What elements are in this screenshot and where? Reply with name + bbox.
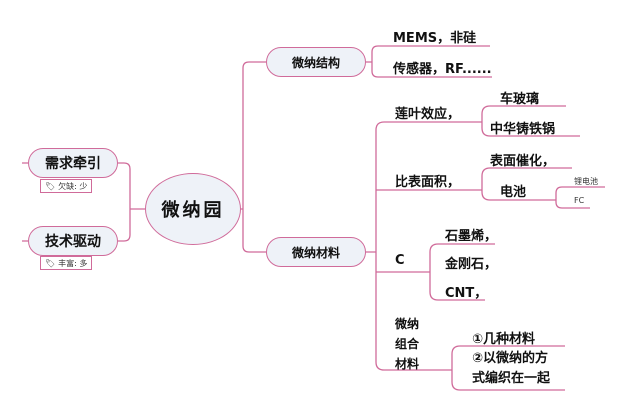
subtopic-mems[interactable]: MEMS，非硅 bbox=[393, 31, 477, 46]
tag-icon: 🏷 bbox=[45, 258, 56, 268]
leaf-fc[interactable]: FC bbox=[574, 196, 585, 205]
topic-demand-pull[interactable]: 需求牵引 bbox=[28, 148, 118, 178]
topic-micro-nano-material[interactable]: 微纳材料 bbox=[266, 237, 366, 267]
leaf-iron-wok[interactable]: 中华铸铁锅 bbox=[490, 122, 556, 137]
topic-label: 微纳材料 bbox=[291, 245, 340, 260]
topic-label: 技术驱动 bbox=[45, 234, 101, 250]
leaf-cnt[interactable]: CNT， bbox=[445, 286, 488, 301]
leaf-diamond[interactable]: 金刚石， bbox=[445, 257, 498, 272]
subtopic-battery[interactable]: 电池 bbox=[500, 185, 527, 200]
leaf-woven-micro-nano[interactable]: ②以微纳的方 式编织在一起 bbox=[472, 349, 550, 389]
leaf-graphene[interactable]: 石墨烯， bbox=[445, 229, 498, 244]
topic-label: 微纳结构 bbox=[291, 55, 340, 70]
label-line: ②以微纳的方 bbox=[472, 351, 549, 366]
subtopic-composite-material[interactable]: 微纳 组合 材料 bbox=[395, 314, 419, 374]
label-line: 材料 bbox=[395, 357, 420, 371]
topic-tech-drive[interactable]: 技术驱动 bbox=[28, 226, 118, 256]
central-topic[interactable]: 微纳园 bbox=[145, 173, 241, 245]
label-line: 组合 bbox=[395, 337, 420, 351]
subtopic-specific-surface[interactable]: 比表面积， bbox=[395, 175, 461, 190]
subtopic-lotus-effect[interactable]: 莲叶效应， bbox=[395, 107, 461, 122]
label-line: 微纳 bbox=[395, 317, 420, 331]
tag-badge: 🏷欠缺: 少 bbox=[40, 179, 93, 193]
leaf-several-materials[interactable]: ①几种材料 bbox=[472, 332, 536, 347]
leaf-car-glass[interactable]: 车玻璃 bbox=[500, 92, 540, 107]
topic-label: 需求牵引 bbox=[45, 156, 101, 172]
label-line: 式编织在一起 bbox=[472, 371, 551, 386]
subtopic-sensor-rf[interactable]: 传感器，RF...... bbox=[393, 62, 492, 77]
tag-label: 欠缺: 少 bbox=[58, 181, 88, 191]
tag-label: 丰富: 多 bbox=[58, 258, 88, 268]
leaf-lithium-battery[interactable]: 锂电池 bbox=[574, 177, 598, 186]
subtopic-carbon[interactable]: C bbox=[395, 253, 405, 268]
topic-micro-nano-structure[interactable]: 微纳结构 bbox=[266, 47, 366, 77]
central-topic-label: 微纳园 bbox=[161, 200, 225, 221]
tag-icon: 🏷 bbox=[45, 181, 56, 191]
leaf-surface-catalysis[interactable]: 表面催化， bbox=[490, 154, 556, 169]
tag-badge: 🏷丰富: 多 bbox=[40, 256, 93, 270]
